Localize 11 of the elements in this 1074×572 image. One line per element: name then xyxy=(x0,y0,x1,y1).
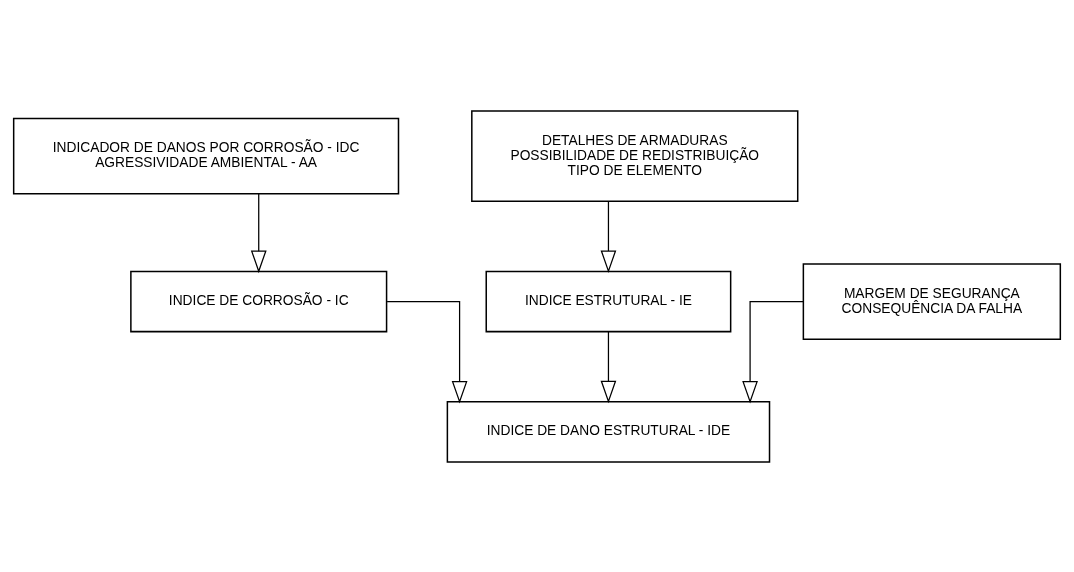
node-box: INDICE DE DANO ESTRUTURAL - IDE xyxy=(446,400,771,463)
arrow xyxy=(600,330,617,403)
arrow xyxy=(386,300,468,404)
arrow xyxy=(250,192,267,273)
node-box: MARGEM DE SEGURANÇA CONSEQUÊNCIA DA FALHA xyxy=(802,262,1062,340)
arrow xyxy=(742,300,804,404)
node-box: INDICE DE CORROSÃO - IC xyxy=(130,270,388,332)
arrow xyxy=(600,200,617,273)
node-box: DETALHES DE ARMADURAS POSSIBILIDADE DE REDISTRIBUIÇÃO TIPO DE ELEMENTO xyxy=(471,109,799,202)
node-box: INDICADOR DE DANOS POR CORROSÃO - IDC AGRESSIVIDADE AMBIENTAL - AA xyxy=(12,117,400,194)
node-box: INDICE ESTRUTURAL - IE xyxy=(485,270,732,332)
